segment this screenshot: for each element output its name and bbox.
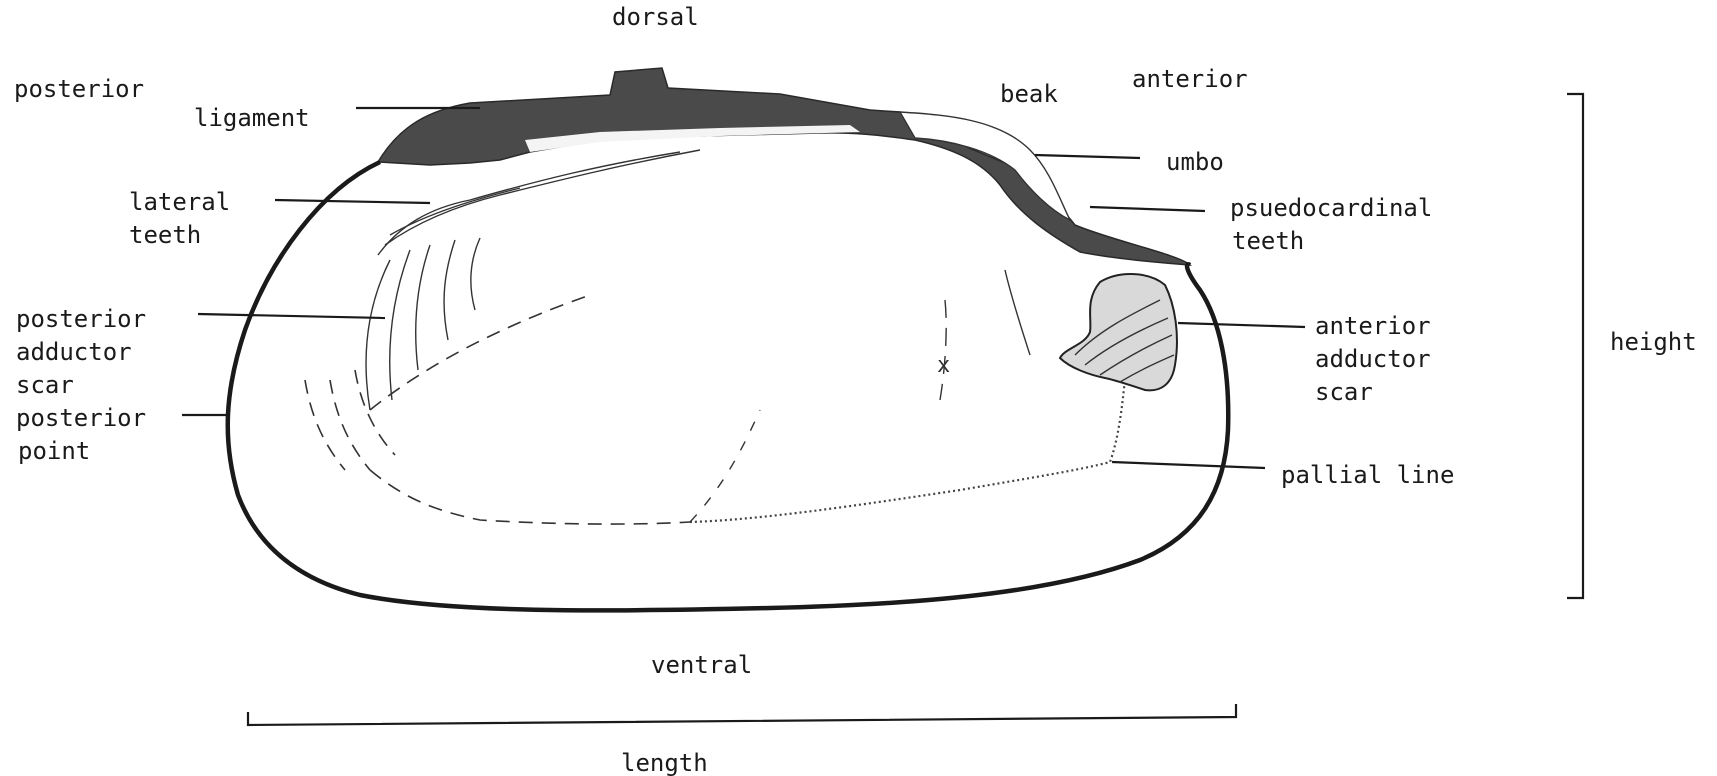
label-beak: beak [1000,80,1058,108]
posterior-adductor-scar-leader [198,314,385,318]
label-umbo: umbo [1166,148,1224,176]
lateral-teeth-leader [275,200,430,203]
length-bracket [248,704,1236,725]
x-mark: x [937,353,950,378]
anterior-adductor-scar-shape [1060,274,1177,390]
label-posterior-adductor-scar: posterior adductor scar [16,305,161,399]
pallial-line-dotted [690,378,1125,522]
anterior-adductor-scar-leader [1178,323,1305,327]
label-ventral: ventral [651,651,752,679]
pallial-line [370,470,690,524]
label-posterior: posterior [14,75,144,103]
label-psuedocardinal-teeth: psuedocardinal teeth [1230,194,1447,255]
interior-line-1 [370,295,590,410]
label-ligament: ligament [194,104,310,132]
label-lateral-teeth: lateral teeth [129,188,245,249]
label-length: length [621,749,708,776]
label-anterior-adductor-scar: anterior adductor scar [1315,312,1445,406]
psuedocardinal-teeth-leader [1090,207,1205,211]
pallial-line-leader [1112,462,1265,468]
interior-line-3 [940,300,946,400]
shell-drawing: x [228,68,1229,610]
label-height: height [1610,328,1697,356]
label-pallial-line: pallial line [1281,461,1454,489]
ligament-band [378,68,1190,265]
label-dorsal: dorsal [612,3,699,31]
umbo-leader [1035,155,1140,158]
label-anterior: anterior [1132,65,1248,93]
height-bracket [1567,94,1583,598]
interior-line-2 [690,410,760,522]
label-posterior-point: posterior point [16,404,161,465]
interior-line-4 [1005,270,1030,355]
